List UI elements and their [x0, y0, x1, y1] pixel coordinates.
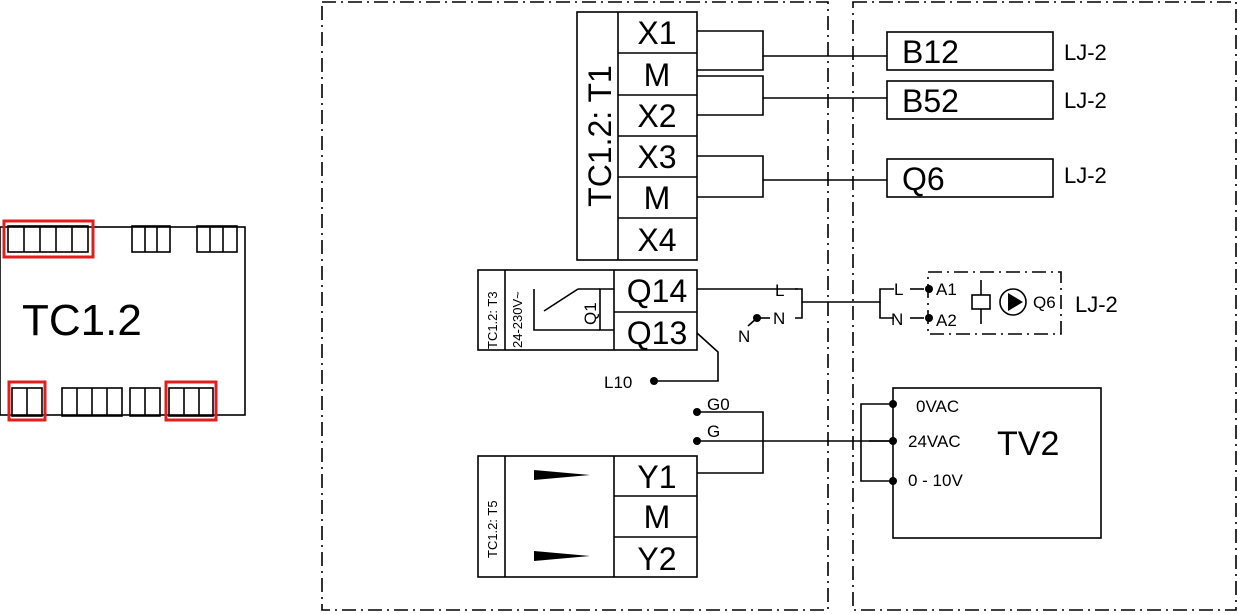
tv2-pin-0-10v: 0 - 10V — [908, 471, 963, 490]
pump-coil-icon — [971, 294, 991, 310]
supply-g0-label: G0 — [707, 395, 730, 414]
highlight-bottom-connector-left — [7, 380, 47, 422]
sensor-q6: Q6 LJ-2 — [886, 158, 1107, 198]
terminal-x4: X4 — [637, 222, 676, 258]
relay-label: Q1 — [581, 302, 600, 325]
module-t3-voltage: 24-230V~ — [510, 291, 525, 348]
terminal-x3: X3 — [637, 139, 676, 175]
supply-l10-label: L10 — [604, 373, 632, 392]
supply-n-label: N — [738, 327, 750, 346]
bottom-connector-1 — [11, 387, 43, 417]
highlight-bottom-connector-right — [164, 380, 218, 422]
module-t5: TC1.2: T5 Y1 M Y2 — [477, 455, 698, 578]
module-t3-title: TC1.2: T3 — [485, 291, 500, 349]
sensor-b12-lj: LJ-2 — [1064, 40, 1107, 65]
tv2-pin-0vac: 0VAC — [916, 397, 959, 416]
controller-cabinet-boundary — [321, 1, 829, 611]
g-supply: G0 G — [693, 395, 893, 474]
top-connector-3 — [196, 225, 238, 253]
terminal-x2: X2 — [637, 98, 676, 134]
pump-wiring: L N N L10 — [604, 281, 894, 392]
terminal-y2: Y2 — [637, 541, 676, 577]
sensor-b12-label: B12 — [902, 34, 959, 70]
module-t1: TC1.2: T1 X1 M X2 X3 M X4 — [576, 11, 698, 261]
controller-overview: TC1.2 — [0, 219, 246, 422]
wire-l-label: L — [775, 281, 784, 300]
terminal-m2: M — [644, 180, 671, 216]
relay-contact-symbol — [533, 288, 614, 331]
sensor-b52-label: B52 — [902, 83, 959, 119]
pump-l-label: L — [894, 280, 903, 299]
sensor-q6-label: Q6 — [902, 161, 945, 197]
sensor-q6-lj: LJ-2 — [1064, 163, 1107, 188]
pump-lj: LJ-2 — [1075, 292, 1118, 317]
terminal-y1: Y1 — [637, 459, 676, 495]
terminal-m3: M — [644, 499, 671, 535]
tv2-pin-24vac: 24VAC — [908, 432, 961, 451]
sensor-b52: B52 LJ-2 — [886, 80, 1107, 120]
terminal-q13: Q13 — [627, 315, 687, 351]
actuator-tv2: 0VAC 24VAC 0 - 10V TV2 — [860, 387, 1102, 539]
pump-boundary — [927, 271, 1062, 335]
sensor-b52-lj: LJ-2 — [1064, 88, 1107, 113]
output-arrow-icon-1 — [534, 470, 590, 480]
bottom-connector-2 — [61, 387, 123, 417]
terminal-m1: M — [644, 57, 671, 93]
pump-a1-label: A1 — [936, 280, 957, 299]
field-devices-boundary — [852, 1, 1237, 611]
output-arrow-icon-2 — [534, 551, 590, 561]
module-t1-title: TC1.2: T1 — [582, 65, 618, 207]
module-t3: TC1.2: T3 24-230V~ Q1 Q14 Q13 — [477, 269, 698, 351]
pump-a2-label: A2 — [936, 311, 957, 330]
terminal-q14: Q14 — [627, 273, 687, 309]
pump-name: Q6 — [1033, 293, 1056, 312]
terminal-x1: X1 — [637, 15, 676, 51]
top-connector-2 — [131, 225, 171, 253]
bottom-connector-4 — [168, 387, 214, 417]
pump-n-label: N — [891, 310, 903, 329]
module-t5-title: TC1.2: T5 — [485, 500, 500, 558]
pump-q6: L N A1 A2 Q6 LJ-2 — [891, 271, 1118, 335]
bottom-connector-3 — [129, 387, 161, 417]
controller-label: TC1.2 — [22, 296, 142, 345]
sensor-b12: B12 LJ-2 — [886, 31, 1107, 71]
highlight-top-connector — [2, 219, 95, 259]
top-connector-1 — [7, 225, 89, 253]
sensor-wiring — [697, 30, 887, 198]
wire-n-label: N — [773, 309, 785, 328]
supply-g-label: G — [707, 422, 720, 441]
tv2-label: TV2 — [997, 425, 1059, 463]
